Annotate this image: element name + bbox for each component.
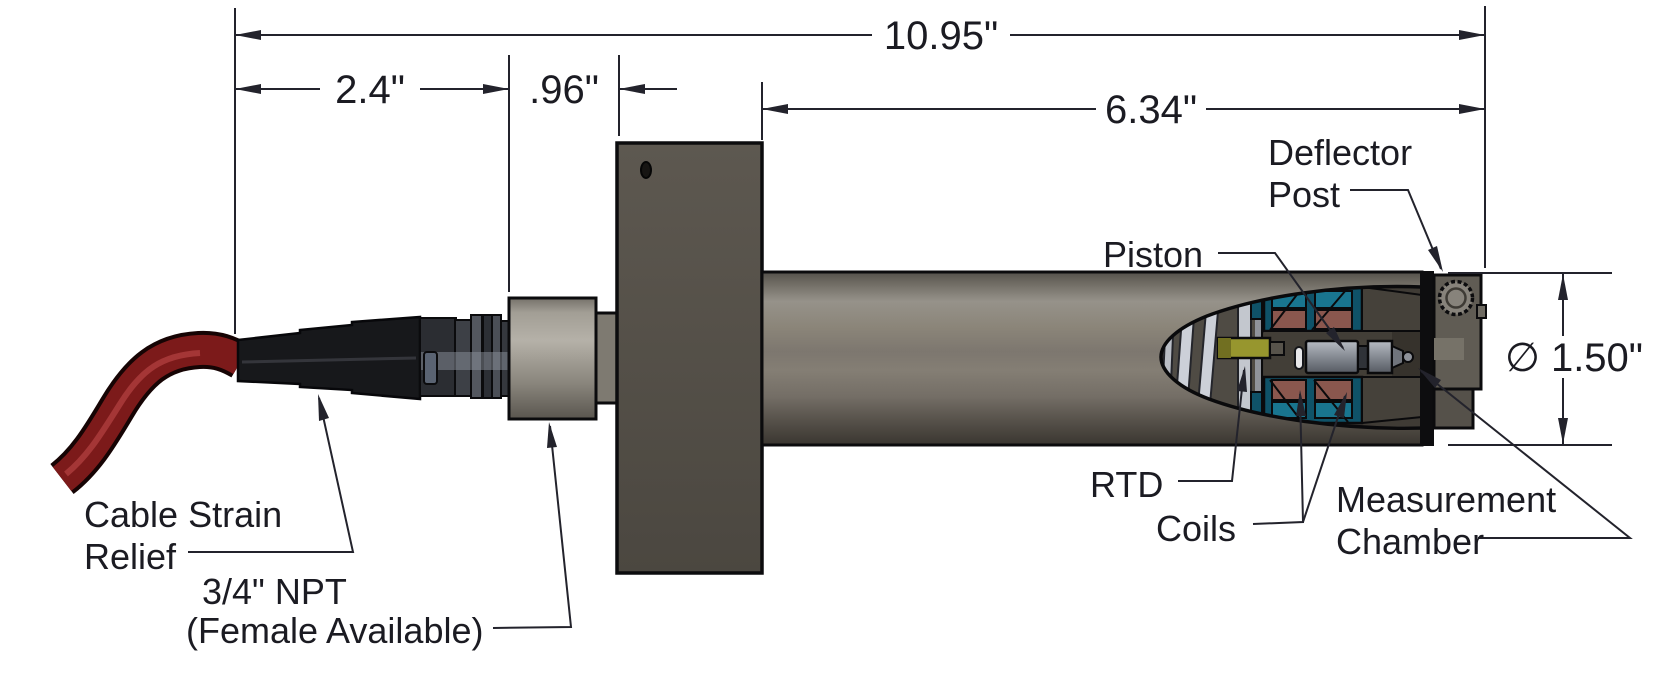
label-npt-line1: 3/4" NPT xyxy=(202,571,347,612)
strain-relief-body xyxy=(236,315,422,401)
dim-arrow xyxy=(619,84,645,94)
end-cap-assembly xyxy=(1420,271,1487,446)
leader-rtd xyxy=(1178,369,1245,482)
plate-hole xyxy=(640,161,652,179)
chamber-cone-upper xyxy=(1361,286,1422,332)
leader-arrow xyxy=(318,394,329,421)
dim-arrow xyxy=(762,104,788,114)
connector-sheen xyxy=(421,352,509,370)
callout-labels: Deflector Post Piston RTD Coils Measurem… xyxy=(84,132,1556,651)
dim-arrow xyxy=(1558,274,1568,300)
end-cap-lower xyxy=(1432,387,1475,430)
piston-coupling xyxy=(1357,345,1369,370)
dim-arrow xyxy=(483,84,509,94)
label-deflector-post-line2: Post xyxy=(1268,174,1340,215)
hatch-line xyxy=(1311,289,1347,331)
plate-body xyxy=(615,141,764,575)
piston-spring-end xyxy=(1294,346,1304,370)
end-band xyxy=(1420,271,1434,446)
leader-arrow xyxy=(1326,327,1345,351)
leader-arrow xyxy=(1237,366,1247,392)
leader-npt xyxy=(492,425,573,629)
piston-body xyxy=(1304,339,1360,375)
leader-measurement-chamber xyxy=(1420,370,1633,539)
dim-diameter: ∅ 1.50" xyxy=(1505,336,1643,380)
dim-probe-section: 6.34" xyxy=(1105,88,1197,132)
leader-arrow xyxy=(1428,246,1443,272)
end-cap-notch xyxy=(1476,304,1487,319)
label-cable-strain-relief-line1: Cable Strain xyxy=(84,494,282,535)
npt-fitting-block xyxy=(507,296,598,421)
label-piston: Piston xyxy=(1103,234,1203,275)
dim-fitting-section: .96" xyxy=(529,68,599,112)
rtd-end xyxy=(1218,338,1231,358)
leader-arrow xyxy=(1418,368,1441,388)
label-measurement-chamber-line2: Chamber xyxy=(1336,521,1484,562)
label-rtd: RTD xyxy=(1090,464,1163,505)
end-cap-band xyxy=(1434,338,1464,360)
leader-piston xyxy=(1218,252,1344,349)
leader-arrow xyxy=(1296,390,1306,416)
dim-overall-length: 10.95" xyxy=(884,14,998,58)
leader-arrow xyxy=(1334,392,1347,418)
leader-cable-strain-relief xyxy=(188,397,355,553)
cutaway-outline xyxy=(1159,284,1423,430)
cable-strain-relief-part xyxy=(236,315,422,401)
dim-arrow xyxy=(235,84,261,94)
dimension-annotations: 10.95" 2.4" .96" 6.34" ∅ 1.50" xyxy=(234,6,1643,446)
dim-strain-relief-section: 2.4" xyxy=(335,68,405,112)
piston-nub xyxy=(1402,351,1414,363)
strain-relief-sheen xyxy=(241,356,417,364)
label-measurement-chamber-line1: Measurement xyxy=(1336,479,1556,520)
dim-arrow xyxy=(1459,30,1485,40)
mounting-plate xyxy=(615,141,764,575)
deflector-post-knob-inner xyxy=(1445,287,1467,309)
coil-lower-winding xyxy=(1314,379,1353,401)
dim-arrow xyxy=(235,30,261,40)
leader-coils-b xyxy=(1302,395,1346,523)
label-npt-line2: (Female Available) xyxy=(186,610,483,651)
piston-part xyxy=(1294,339,1414,375)
piston-tip xyxy=(1391,344,1404,370)
leader-arrow xyxy=(547,422,557,448)
dim-arrow xyxy=(1459,104,1485,114)
dim-arrow xyxy=(1558,418,1568,444)
rtd-part xyxy=(1216,336,1285,360)
label-cable-strain-relief-line2: Relief xyxy=(84,536,177,577)
callout-leaders xyxy=(188,189,1633,629)
chamber-cone-lower xyxy=(1361,376,1422,425)
cable-highlight xyxy=(64,350,201,477)
deflector-post-knob xyxy=(1437,279,1475,317)
label-deflector-post-line1: Deflector xyxy=(1268,132,1412,173)
label-coils: Coils xyxy=(1156,508,1236,549)
connector-fitting xyxy=(419,314,510,399)
cable xyxy=(49,330,251,495)
piston-body2 xyxy=(1366,339,1394,375)
connector-flat xyxy=(423,351,438,385)
leader-deflector-post xyxy=(1350,189,1442,270)
npt-step xyxy=(594,311,619,405)
rtd-tab xyxy=(1269,341,1285,356)
